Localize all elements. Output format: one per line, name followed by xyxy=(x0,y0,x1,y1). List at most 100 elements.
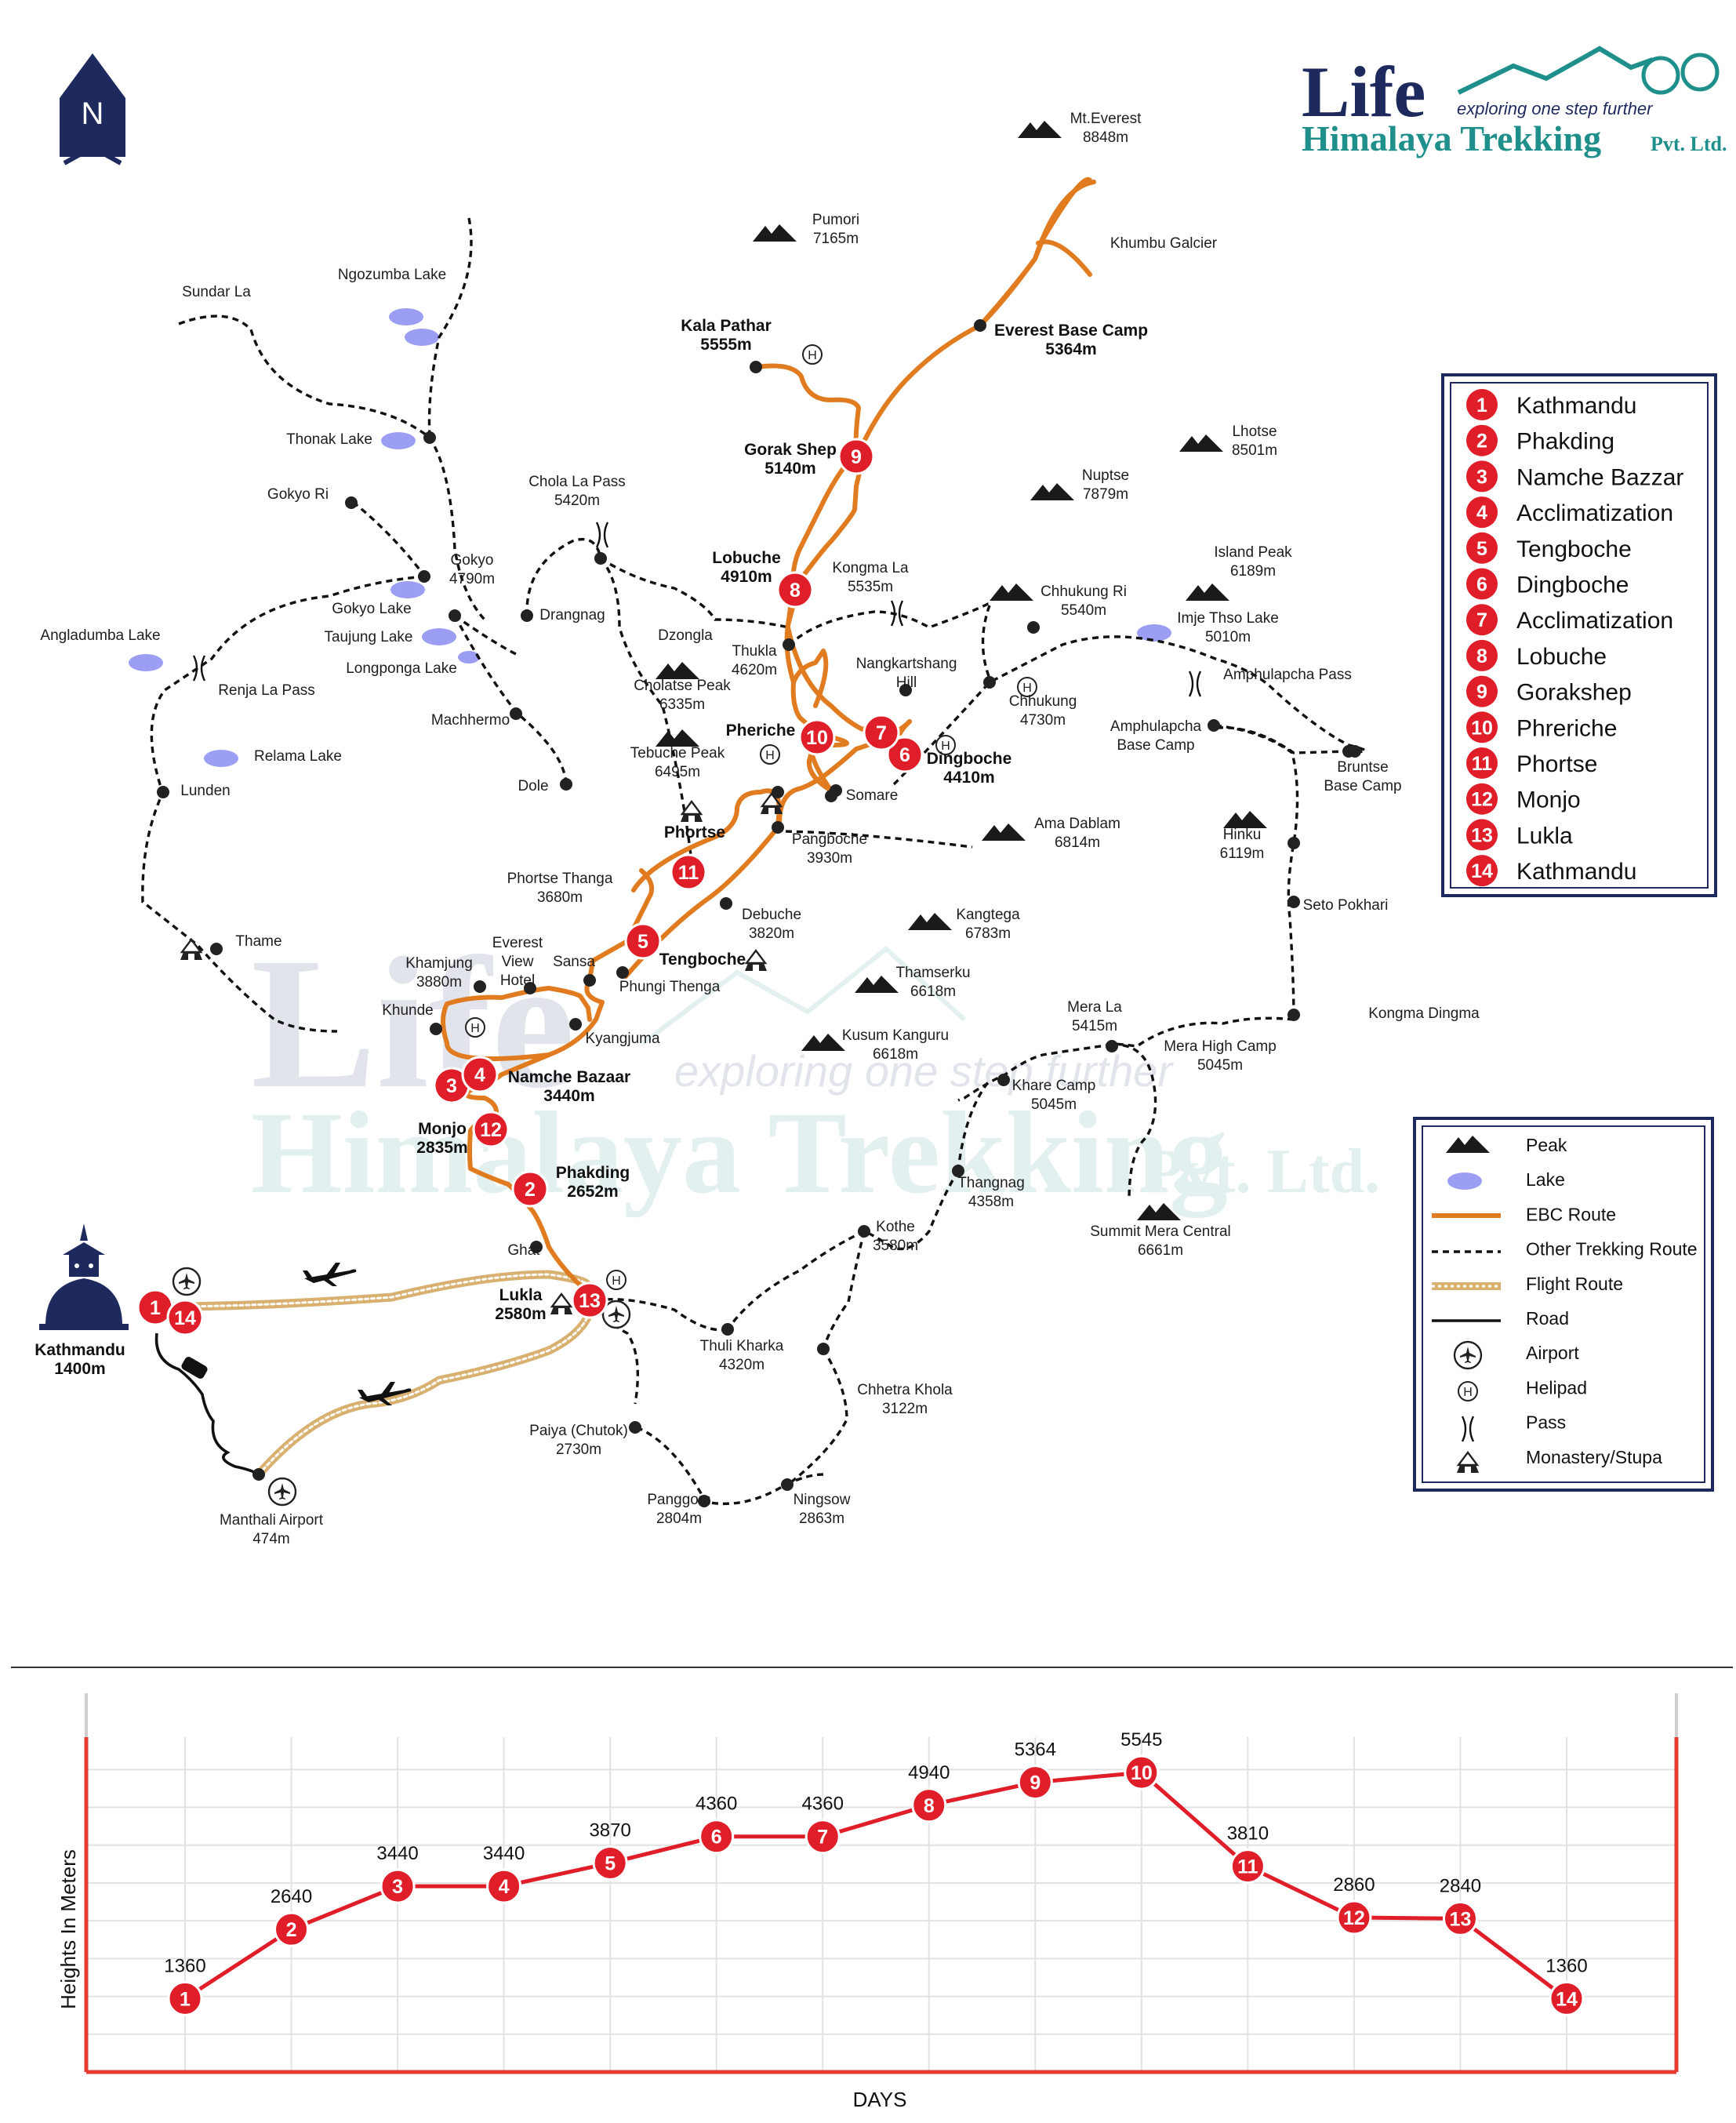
lakes xyxy=(129,308,1171,767)
place-label-line: 6618m xyxy=(873,1046,918,1063)
place-label-line: 3680m xyxy=(537,889,583,906)
key-label-lake: Lake xyxy=(1526,1169,1565,1190)
place-label-drangnag: Drangnag xyxy=(539,607,605,623)
place-label-kyangjuma: Kyangjuma xyxy=(585,1031,659,1047)
place-label-line: Mera La xyxy=(1067,999,1122,1016)
chart-point-marker xyxy=(1124,1754,1160,1790)
chart-data-label: 5364 xyxy=(1015,1739,1056,1761)
road xyxy=(154,1332,260,1476)
itinerary-number: 4 xyxy=(1476,502,1487,524)
chart-axes xyxy=(84,1693,1679,2074)
place-label-line: 7879m xyxy=(1083,486,1128,503)
place-label-renja: Renja La Pass xyxy=(218,682,315,699)
key-label-other: Other Trekking Route xyxy=(1526,1239,1698,1260)
chart-point-marker xyxy=(167,1980,203,2016)
place-label-line: Phortse Thanga xyxy=(507,871,613,887)
place-label-line: Thonak Lake xyxy=(286,431,372,448)
place-label-line: Nuptse xyxy=(1082,467,1129,484)
chart-data-label: 1360 xyxy=(164,1955,205,1976)
place-label-line: View xyxy=(502,954,534,970)
chart-data-label: 2860 xyxy=(1333,1874,1375,1896)
chart-tick-label: 7 xyxy=(817,1827,828,1849)
place-label-line: Namche Bazaar xyxy=(508,1068,630,1086)
place-label-line: Kyangjuma xyxy=(585,1031,659,1047)
place-label-line: 474m xyxy=(252,1531,290,1547)
chart-point-marker xyxy=(804,1819,841,1855)
key-lake-icon xyxy=(1447,1172,1482,1190)
place-label-line: 2730m xyxy=(556,1441,601,1458)
peak-icon xyxy=(1186,583,1229,601)
stupa-icon xyxy=(39,1223,129,1330)
place-label-line: Drangnag xyxy=(539,607,605,623)
place-label-line: 3820m xyxy=(749,925,794,942)
place-label-line: Pumori xyxy=(812,212,859,228)
place-label-line: Tengboche xyxy=(659,951,746,969)
place-label-line: 4910m xyxy=(721,568,772,586)
itinerary-number: 14 xyxy=(1471,860,1493,882)
place-label-line: Chola La Pass xyxy=(528,474,626,490)
place-label-line: Mt.Everest xyxy=(1070,111,1142,127)
map-stop-11: 11 xyxy=(670,853,707,891)
route-dots xyxy=(157,319,1361,1507)
other-trekking-routes xyxy=(141,217,1367,1506)
place-label-line: Kala Pathar xyxy=(681,317,772,335)
place-label-sundar: Sundar La xyxy=(182,284,251,300)
place-label-line: Kongma La xyxy=(832,560,909,576)
place-label-line: 5140m xyxy=(764,460,815,478)
place-label-line: 4790m xyxy=(449,571,495,587)
svg-text:Pvt. Ltd.: Pvt. Ltd. xyxy=(1651,133,1727,155)
place-label-line: Khare Camp xyxy=(1012,1078,1096,1094)
map-stop-14: 14 xyxy=(166,1299,204,1336)
map-stop-2: 2 xyxy=(511,1170,549,1208)
map-stop-number: 7 xyxy=(876,722,887,744)
place-label-line: Khunde xyxy=(382,1002,434,1019)
key-helipad-icon xyxy=(1458,1381,1478,1401)
itinerary-number: 12 xyxy=(1471,789,1493,811)
place-label-line: 3122m xyxy=(882,1401,928,1417)
place-label-line: 5010m xyxy=(1205,629,1251,645)
chart-data-label: 2840 xyxy=(1440,1875,1481,1896)
chart-data-label: 4360 xyxy=(695,1794,737,1815)
chart-point-marker xyxy=(1017,1765,1053,1801)
place-label-gokyori: Gokyo Ri xyxy=(267,486,329,503)
place-label-line: Dzongla xyxy=(658,627,713,644)
key-label-airport: Airport xyxy=(1526,1343,1579,1363)
place-label-line: 6783m xyxy=(965,925,1011,942)
place-label-line: 3580m xyxy=(873,1238,918,1254)
place-label-line: 4410m xyxy=(943,769,994,787)
peak-icon xyxy=(656,662,699,679)
place-label-line: Somare xyxy=(846,787,899,804)
key-label-flight: Flight Route xyxy=(1526,1274,1623,1294)
key-label-pass: Pass xyxy=(1526,1412,1566,1433)
place-label-line: Thuli Kharka xyxy=(700,1338,784,1354)
place-label-line: Imje Thso Lake xyxy=(1177,610,1279,627)
key-label-peak: Peak xyxy=(1526,1135,1567,1155)
place-label-line: Manthali Airport xyxy=(220,1512,324,1529)
itinerary-number: 1 xyxy=(1476,394,1487,416)
itinerary-name: Kathmandu xyxy=(1516,859,1636,885)
place-label-line: 2863m xyxy=(799,1510,844,1527)
chart-xlabel: DAYS xyxy=(853,2088,907,2111)
svg-text:exploring one step further: exploring one step further xyxy=(1457,99,1654,118)
itinerary-name: Gorakshep xyxy=(1516,680,1632,706)
place-label-line: 6661m xyxy=(1138,1242,1183,1259)
monastery-icon xyxy=(743,949,768,972)
